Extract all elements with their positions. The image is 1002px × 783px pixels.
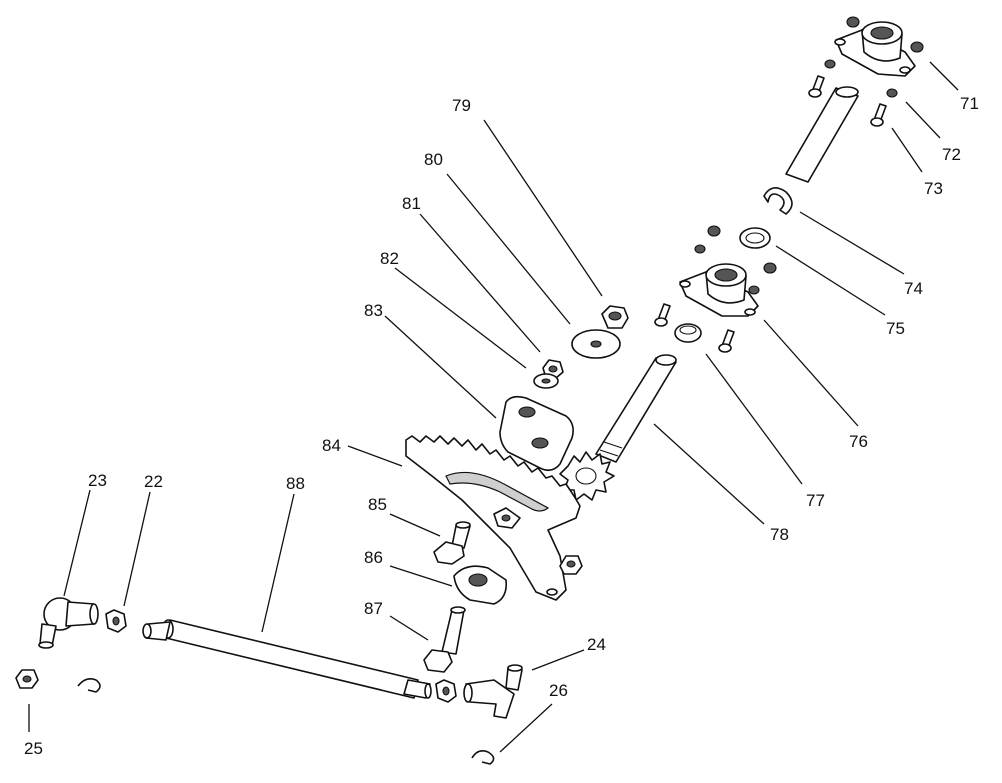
cotter-pin-26 (471, 750, 495, 765)
nut-25 (15, 669, 39, 689)
label-77: 77 (806, 491, 825, 510)
bolt-87 (423, 606, 466, 673)
label-79: 79 (452, 96, 471, 115)
stud-85 (433, 521, 471, 565)
ball-joint-right (463, 664, 523, 719)
label-26: 26 (549, 681, 568, 700)
upper-flange-bearing (834, 21, 916, 77)
label-25: 25 (24, 739, 43, 758)
pinion-gear (559, 451, 615, 501)
nut-22 (105, 609, 127, 633)
upper-bolts (808, 75, 887, 127)
label-85: 85 (368, 495, 387, 514)
label-71: 71 (960, 94, 979, 113)
washer-80 (571, 329, 621, 359)
label-84: 84 (322, 436, 341, 455)
label-75: 75 (886, 319, 905, 338)
part-labels: 71 72 73 74 75 76 77 78 79 80 81 82 83 8… (24, 94, 979, 758)
label-83: 83 (364, 301, 383, 320)
label-24: 24 (587, 635, 606, 654)
label-88: 88 (286, 474, 305, 493)
sector-gear-arm (405, 435, 581, 601)
snap-ring (763, 187, 793, 215)
bushing-77 (674, 323, 702, 343)
label-81: 81 (402, 194, 421, 213)
label-74: 74 (904, 279, 923, 298)
upper-shaft (785, 87, 859, 183)
steering-shaft (595, 354, 677, 463)
nut-arm (559, 555, 583, 575)
label-72: 72 (942, 145, 961, 164)
tie-rod (142, 619, 432, 699)
leader-lines (28, 61, 959, 753)
ball-joint-left (38, 597, 99, 649)
nut-mid (435, 679, 457, 703)
cotter-pin-left (77, 678, 101, 693)
lower-flange-bearing (679, 263, 759, 317)
upper-nuts (824, 16, 924, 98)
nut-79 (601, 305, 629, 329)
spacer-block (499, 395, 574, 472)
label-76: 76 (849, 432, 868, 451)
label-87: 87 (364, 599, 383, 618)
lower-bolts (654, 303, 735, 353)
bushing-75 (739, 227, 771, 249)
pivot-bushing-86 (453, 565, 508, 605)
label-23: 23 (88, 471, 107, 490)
washer-82 (533, 373, 559, 389)
label-78: 78 (770, 525, 789, 544)
label-82: 82 (380, 249, 399, 268)
label-86: 86 (364, 548, 383, 567)
lower-nuts (694, 225, 777, 295)
label-80: 80 (424, 150, 443, 169)
label-73: 73 (924, 179, 943, 198)
label-22: 22 (144, 472, 163, 491)
